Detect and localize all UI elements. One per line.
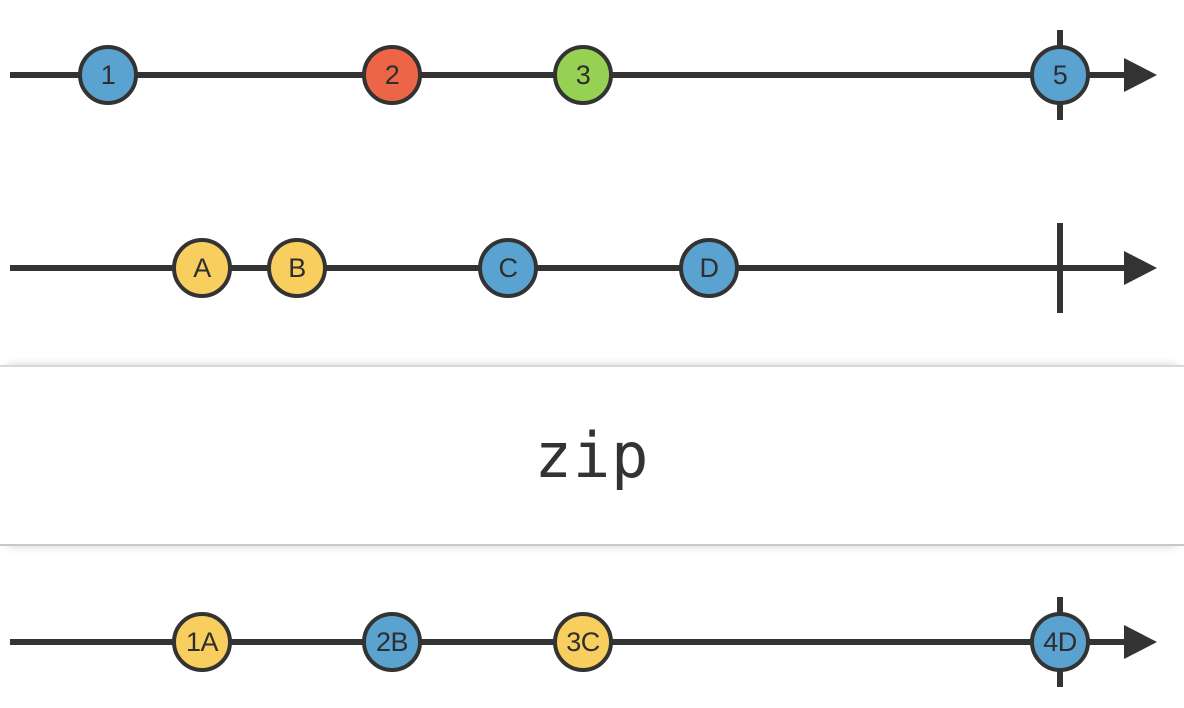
- marble-label: D: [699, 252, 720, 283]
- marble-node[interactable]: D: [679, 238, 739, 298]
- timeline-input-stream-b: A B C D: [0, 211, 1184, 331]
- timeline-arrow-icon: [1124, 58, 1157, 92]
- marble-label: C: [498, 252, 519, 283]
- marble-label: 3C: [566, 626, 600, 657]
- marble-label: 5: [1052, 59, 1068, 90]
- marble-label: 1: [100, 59, 116, 90]
- timeline-arrow-icon: [1124, 625, 1157, 659]
- marble-node[interactable]: 1: [78, 45, 138, 105]
- marble-node[interactable]: C: [478, 238, 538, 298]
- marble-label: 2: [384, 59, 400, 90]
- marble-label: A: [193, 252, 211, 283]
- marble-label: 3: [575, 59, 591, 90]
- timeline-axis-line: [10, 265, 1130, 271]
- marble-node[interactable]: B: [267, 238, 327, 298]
- timeline-output-stream: 1A 2B 3C 4D: [0, 585, 1184, 705]
- marble-node[interactable]: 5: [1030, 45, 1090, 105]
- timeline-input-stream-a: 1 2 3 5: [0, 18, 1184, 138]
- marble-node[interactable]: A: [172, 238, 232, 298]
- marble-node[interactable]: 3C: [553, 612, 613, 672]
- marble-label: 2B: [375, 626, 409, 657]
- marble-label: 1A: [185, 626, 219, 657]
- operator-label: zip: [534, 418, 650, 492]
- marble-label: B: [288, 252, 306, 283]
- marble-node[interactable]: 3: [553, 45, 613, 105]
- marble-node[interactable]: 4D: [1030, 612, 1090, 672]
- timeline-arrow-icon: [1124, 251, 1157, 285]
- marble-node[interactable]: 2B: [362, 612, 422, 672]
- completion-tick-icon: [1057, 223, 1063, 313]
- marble-label: 4D: [1043, 626, 1077, 657]
- marble-node[interactable]: 1A: [172, 612, 232, 672]
- marble-node[interactable]: 2: [362, 45, 422, 105]
- operator-panel: zip: [0, 365, 1184, 546]
